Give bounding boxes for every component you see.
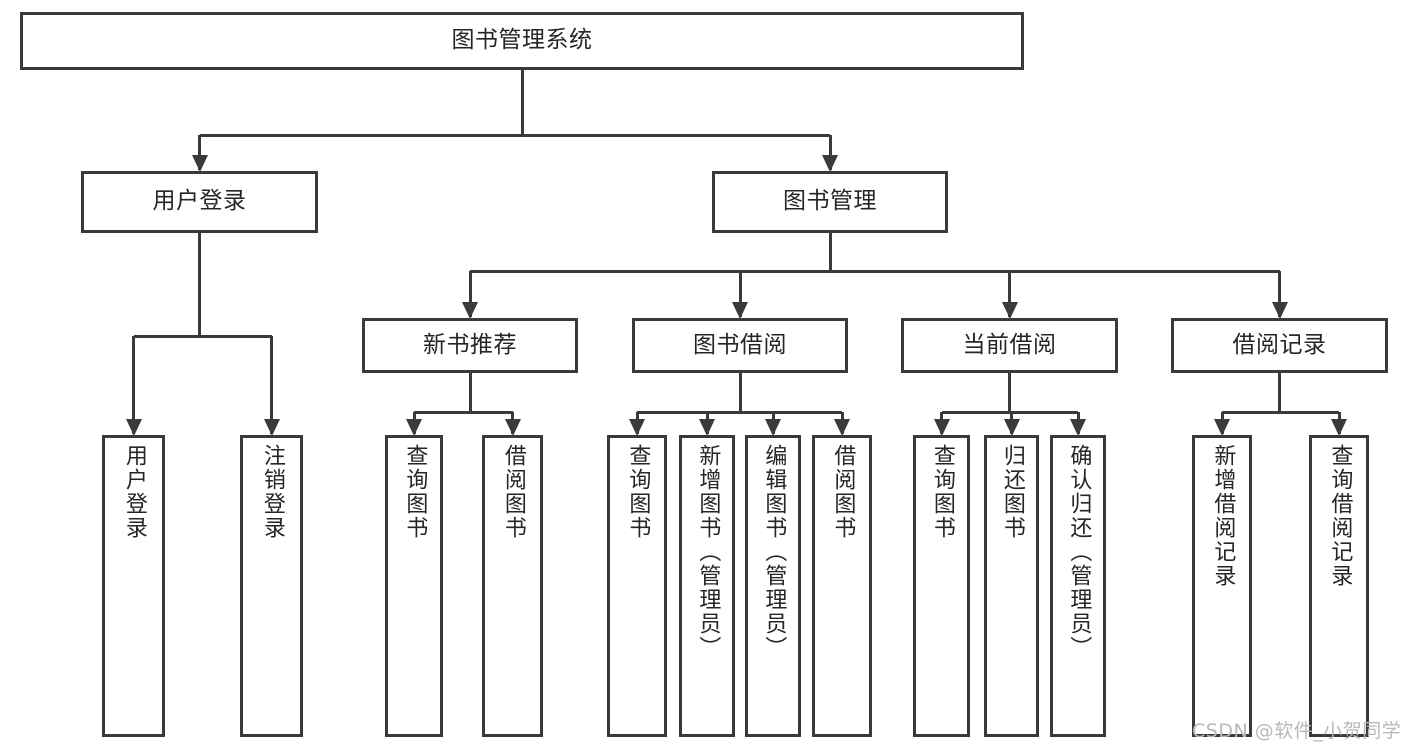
node-borrow-record[interactable]: 借阅记录 <box>1171 318 1388 373</box>
node-current-borrow[interactable]: 当前借阅 <box>901 318 1118 373</box>
node-label: 确认归还（管理员） <box>1066 444 1092 660</box>
connector-arrowhead <box>1271 302 1288 319</box>
connector-arrowhead <box>125 419 142 436</box>
node-leaf-return-book[interactable]: 归还图书 <box>984 435 1039 737</box>
connector-vertical <box>1278 271 1281 317</box>
connector-book-management-bus <box>470 269 1280 273</box>
connector-arrowhead <box>1331 419 1347 436</box>
node-leaf-edit-book[interactable]: 编辑图书（管理员） <box>745 435 801 737</box>
node-label: 查询图书 <box>929 444 955 540</box>
node-leaf-query-book-borrow[interactable]: 查询图书 <box>607 435 667 737</box>
connector-new-book-recommend-stem <box>468 373 472 412</box>
connector-user-login-stem <box>198 233 201 336</box>
connector-vertical <box>1008 271 1011 317</box>
connector-arrowhead <box>1070 419 1086 436</box>
connector-vertical <box>828 135 832 170</box>
node-label: 借阅图书 <box>830 444 856 540</box>
node-label: 编辑图书（管理员） <box>761 444 787 660</box>
connector-arrowhead <box>1001 302 1018 319</box>
node-leaf-user-login[interactable]: 用户登录 <box>102 435 165 737</box>
connector-arrowhead <box>732 302 748 319</box>
node-leaf-borrow-book-recommend[interactable]: 借阅图书 <box>482 435 543 737</box>
connector-arrowhead <box>933 419 950 436</box>
connector-borrow-record-bus <box>1222 410 1339 414</box>
node-label: 新增借阅记录 <box>1210 444 1236 588</box>
connector-arrowhead <box>765 419 781 436</box>
node-label: 查询借阅记录 <box>1327 444 1353 588</box>
connector-vertical <box>198 135 201 170</box>
connector-arrowhead <box>191 155 208 172</box>
connector-arrowhead <box>699 419 715 436</box>
node-leaf-query-book-recommend[interactable]: 查询图书 <box>385 435 443 737</box>
connector-root-bus <box>199 133 830 137</box>
node-label: 图书管理 <box>783 188 877 215</box>
node-leaf-add-record[interactable]: 新增借阅记录 <box>1192 435 1252 737</box>
connector-user-login-bus <box>133 334 272 338</box>
connector-borrow-record-stem <box>1278 373 1281 412</box>
node-label: 借阅记录 <box>1232 331 1327 358</box>
node-label: 注销登录 <box>259 444 285 540</box>
node-label: 归还图书 <box>999 444 1025 540</box>
connector-new-book-recommend-bus <box>414 410 513 414</box>
node-root-book-management-system[interactable]: 图书管理系统 <box>20 12 1024 70</box>
connector-book-borrow-bus <box>637 410 842 414</box>
connector-current-borrow-bus <box>941 410 1078 414</box>
node-label: 当前借阅 <box>962 331 1057 358</box>
node-label: 用户登录 <box>121 444 147 540</box>
connector-root-stem <box>520 70 524 135</box>
connector-current-borrow-stem <box>1008 373 1011 412</box>
node-leaf-confirm-return[interactable]: 确认归还（管理员） <box>1050 435 1106 737</box>
connector-book-management-stem <box>828 233 832 271</box>
node-label: 新书推荐 <box>423 331 517 358</box>
node-label: 查询图书 <box>625 444 651 540</box>
node-leaf-borrow-book[interactable]: 借阅图书 <box>812 435 872 737</box>
connector-arrowhead <box>504 419 521 436</box>
connector-arrowhead <box>1003 419 1020 436</box>
connector-vertical <box>270 336 273 434</box>
connector-arrowhead <box>834 419 850 436</box>
node-label: 图书借阅 <box>693 331 787 358</box>
node-user-login[interactable]: 用户登录 <box>81 171 318 233</box>
connector-arrowhead <box>822 155 838 172</box>
connector-arrowhead <box>406 419 422 436</box>
connector-vertical <box>468 271 472 317</box>
node-leaf-query-book-current[interactable]: 查询图书 <box>913 435 970 737</box>
connector-arrowhead <box>263 419 280 436</box>
node-label: 查询图书 <box>402 444 428 540</box>
node-new-book-recommend[interactable]: 新书推荐 <box>362 318 578 373</box>
node-label: 新增图书（管理员） <box>695 444 721 660</box>
node-label: 借阅图书 <box>500 444 526 540</box>
node-leaf-query-record[interactable]: 查询借阅记录 <box>1309 435 1369 737</box>
connector-arrowhead <box>462 302 478 319</box>
connector-arrowhead <box>1214 419 1230 436</box>
node-leaf-add-book[interactable]: 新增图书（管理员） <box>679 435 735 737</box>
node-leaf-logout-login[interactable]: 注销登录 <box>240 435 303 737</box>
connector-arrowhead <box>629 419 645 436</box>
node-book-borrow[interactable]: 图书借阅 <box>632 318 848 373</box>
connector-vertical <box>132 336 135 434</box>
connector-vertical <box>738 271 742 317</box>
connector-book-borrow-stem <box>738 373 742 412</box>
node-label: 图书管理系统 <box>451 27 593 54</box>
node-book-management[interactable]: 图书管理 <box>712 171 948 233</box>
node-label: 用户登录 <box>152 188 247 215</box>
